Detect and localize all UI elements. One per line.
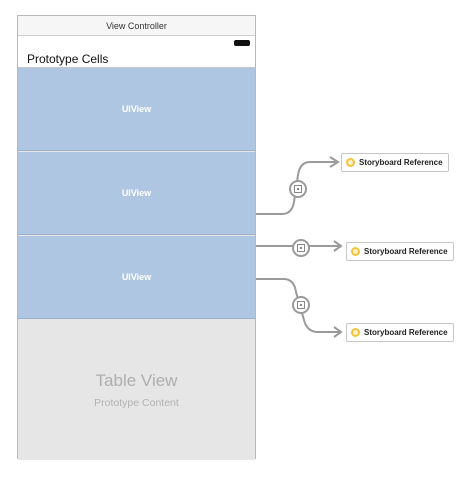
storyboard-reference-icon xyxy=(351,328,360,337)
storyboard-reference-1[interactable]: Storyboard Reference xyxy=(341,153,449,172)
table-view-subtitle: Prototype Content xyxy=(94,397,179,409)
battery-icon xyxy=(234,40,250,46)
segue-icon[interactable] xyxy=(292,296,310,314)
storyboard-reference-label: Storyboard Reference xyxy=(359,158,443,167)
cell-label: UIView xyxy=(121,272,152,282)
segue-icon[interactable] xyxy=(289,180,307,198)
storyboard-reference-icon xyxy=(351,247,360,256)
prototype-cell-1[interactable]: UIView xyxy=(18,68,255,151)
scene-title[interactable]: View Controller xyxy=(18,16,255,36)
prototype-cell-3[interactable]: UIView xyxy=(18,236,255,319)
cell-label: UIView xyxy=(121,188,152,198)
storyboard-reference-3[interactable]: Storyboard Reference xyxy=(346,323,454,342)
navigation-title: Prototype Cells xyxy=(27,52,109,66)
arrowhead-1 xyxy=(329,156,340,168)
table-view[interactable]: UIView UIView UIView xyxy=(18,67,255,460)
prototype-cell-2[interactable]: UIView xyxy=(18,152,255,235)
cell-label: UIView xyxy=(121,104,152,114)
storyboard-reference-2[interactable]: Storyboard Reference xyxy=(346,242,454,261)
storyboard-reference-icon xyxy=(346,158,355,167)
arrowhead-3 xyxy=(333,326,343,338)
table-view-title: Table View xyxy=(95,371,178,390)
arrowhead-2 xyxy=(333,240,343,252)
segue-icon[interactable] xyxy=(292,239,310,257)
storyboard-reference-label: Storyboard Reference xyxy=(364,247,448,256)
view-controller-scene[interactable]: View Controller Prototype Cells UIView U… xyxy=(17,15,256,460)
storyboard-reference-label: Storyboard Reference xyxy=(364,328,448,337)
